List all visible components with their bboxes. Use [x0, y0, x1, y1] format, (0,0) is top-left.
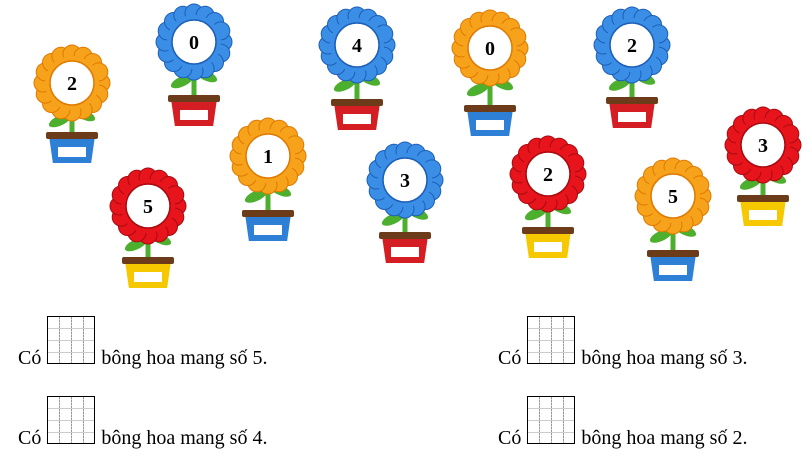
question-text: bông hoa mang số 5.	[101, 347, 268, 369]
flower-number: 0	[485, 38, 495, 60]
flower-number: 2	[67, 73, 77, 95]
pot-rim	[464, 105, 516, 112]
question-text: bông hoa mang số 2.	[581, 427, 748, 449]
flower-number: 5	[143, 196, 153, 218]
question-text: bông hoa mang số 4.	[101, 427, 268, 449]
pot-label	[749, 210, 777, 220]
leaf	[333, 78, 357, 92]
pot-label	[58, 147, 86, 157]
answer-box[interactable]	[47, 316, 96, 364]
leaf	[466, 82, 490, 97]
question-prefix: Có	[498, 427, 522, 449]
pot-label	[343, 114, 371, 124]
flower: 2	[593, 6, 671, 130]
pot-label	[476, 120, 504, 130]
flower: 3	[724, 106, 802, 228]
answer-box[interactable]	[47, 396, 96, 444]
pot-rim	[242, 210, 294, 217]
pot-label	[134, 272, 162, 282]
flower: 4	[318, 6, 396, 132]
leaf	[170, 74, 194, 89]
pot-rim	[46, 132, 98, 139]
flower: 0	[451, 9, 529, 138]
flower-number: 4	[352, 35, 362, 57]
flower: 3	[366, 141, 444, 265]
flower-center	[650, 173, 696, 219]
question-4: Có bông hoa mang số 2.	[498, 396, 747, 448]
flower: 2	[33, 44, 111, 165]
pot-rim	[379, 232, 431, 239]
question-prefix: Có	[18, 427, 42, 449]
pot-rim	[522, 227, 574, 234]
flower-number: 5	[668, 186, 678, 208]
flower-center	[467, 25, 513, 71]
pot-label	[391, 247, 419, 257]
answer-box[interactable]	[527, 396, 576, 444]
flower-center	[245, 133, 291, 179]
flower-center	[334, 22, 380, 68]
flower-illustration: 2 0 4 0 2 5 1 3 2 5 3	[33, 3, 802, 290]
flower-number: 3	[758, 135, 768, 157]
pot-label	[618, 112, 646, 122]
flower-number: 0	[189, 32, 199, 54]
flower: 5	[109, 167, 187, 290]
pot-rim	[168, 95, 220, 102]
question-3: Có bông hoa mang số 4.	[18, 396, 267, 448]
question-prefix: Có	[18, 347, 42, 369]
flower-center	[609, 22, 655, 68]
question-2: Có bông hoa mang số 3.	[498, 316, 747, 368]
flower: 5	[634, 157, 712, 283]
answer-box[interactable]	[527, 316, 576, 364]
pot-rim	[122, 257, 174, 264]
flower-center	[382, 157, 428, 203]
leaf	[649, 229, 673, 243]
flower: 2	[509, 135, 587, 260]
flower-center	[740, 122, 786, 168]
flower-number: 1	[263, 146, 273, 168]
leaf	[524, 206, 548, 221]
pot-label	[659, 265, 687, 275]
leaf	[244, 189, 268, 203]
question-text: bông hoa mang số 3.	[581, 347, 748, 369]
flower: 0	[155, 3, 233, 128]
flower-number: 3	[400, 170, 410, 192]
pot-rim	[647, 250, 699, 257]
flower: 1	[229, 117, 307, 243]
flower-center	[171, 19, 217, 65]
pot-label	[180, 110, 208, 120]
pot-label	[534, 242, 562, 252]
pot-label	[254, 225, 282, 235]
flower-number: 2	[543, 164, 553, 186]
flower-center	[49, 60, 95, 106]
flower-center	[525, 151, 571, 197]
flower-center	[125, 183, 171, 229]
question-1: Có bông hoa mang số 5.	[18, 316, 267, 368]
flower-number: 2	[627, 35, 637, 57]
pot-rim	[606, 97, 658, 104]
question-prefix: Có	[498, 347, 522, 369]
pot-rim	[331, 99, 383, 106]
pot-rim	[737, 195, 789, 202]
